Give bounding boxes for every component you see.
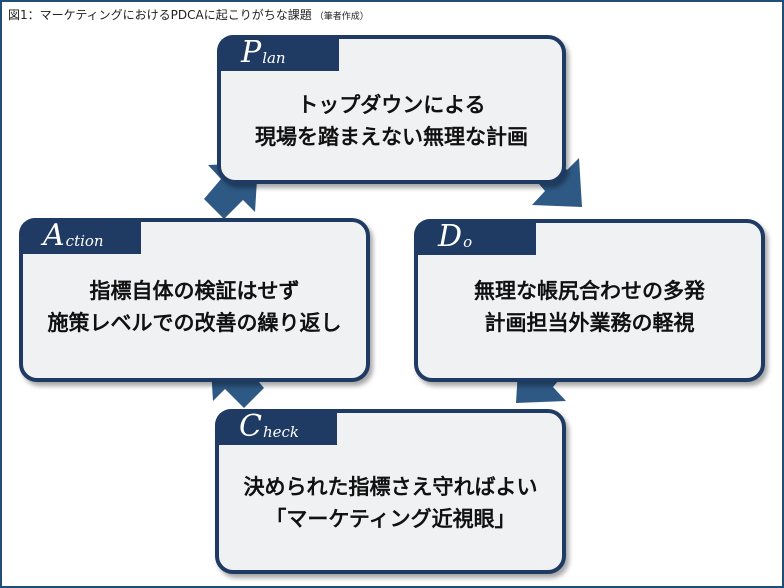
do-tab-initial: D	[438, 219, 463, 254]
action-text: 指標自体の検証はせず 施策レベルでの改善の繰り返し	[23, 275, 366, 339]
do-tab-rest: o	[463, 233, 473, 251]
plan-tab-initial: P	[241, 35, 262, 70]
plan-line-2: 現場を踏まえない無理な計画	[255, 125, 528, 149]
action-line-1: 指標自体の検証はせず	[89, 279, 300, 303]
plan-text: トップダウンによる 現場を踏まえない無理な計画	[221, 89, 562, 153]
do-text: 無理な帳尻合わせの多発 計画担当外業務の軽視	[418, 275, 761, 339]
do-line-1: 無理な帳尻合わせの多発	[474, 279, 705, 303]
plan-line-1: トップダウンによる	[297, 93, 486, 117]
action-tab-rest: ction	[65, 232, 104, 250]
check-line-1: 決められた指標さえ守ればよい	[243, 475, 538, 499]
check-tab-rest: heck	[262, 423, 299, 441]
figure-title-text: 図1：マーケティングにおけるPDCAに起こりがちな課題	[8, 8, 312, 22]
check-text: 決められた指標さえ守ればよい 「マーケティング近視眼」	[219, 471, 562, 535]
do-line-2: 計画担当外業務の軽視	[484, 311, 695, 335]
action-tab-initial: A	[43, 218, 65, 253]
plan-tab-rest: lan	[262, 49, 286, 67]
action-line-2: 施策レベルでの改善の繰り返し	[47, 311, 342, 335]
figure-title: 図1：マーケティングにおけるPDCAに起こりがちな課題（筆者作成）	[8, 6, 369, 23]
check-tab-initial: C	[239, 409, 262, 444]
figure-note: （筆者作成）	[314, 12, 369, 22]
check-line-2: 「マーケティング近視眼」	[265, 507, 516, 531]
